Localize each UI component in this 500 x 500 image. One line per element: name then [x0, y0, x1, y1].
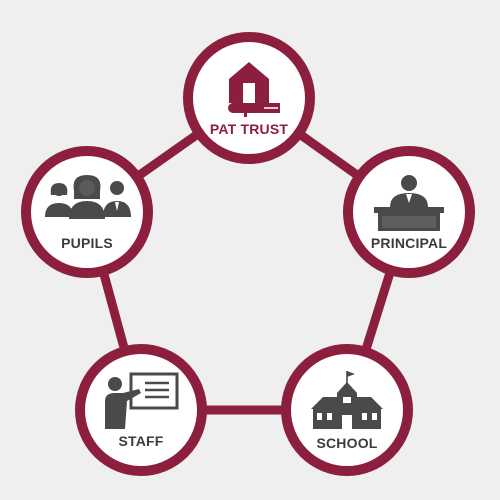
- principal-desk-icon: [374, 175, 444, 231]
- node-label: SCHOOL: [316, 435, 378, 451]
- teacher-board-icon: [105, 372, 179, 429]
- school-building-icon: [311, 371, 383, 429]
- node-school: SCHOOL: [281, 344, 413, 476]
- node-label: STAFF: [118, 433, 164, 449]
- node-label: PUPILS: [61, 235, 113, 251]
- node-staff: STAFF: [75, 344, 207, 476]
- node-label: PAT TRUST: [209, 121, 289, 137]
- node-principal: PRINCIPAL: [343, 146, 475, 278]
- node-pat-trust: PAT TRUST: [183, 32, 315, 164]
- house-book-icon: [228, 62, 280, 117]
- node-pupils: PUPILS: [21, 146, 153, 278]
- pupils-group-icon: [45, 175, 131, 219]
- node-label: PRINCIPAL: [370, 235, 448, 251]
